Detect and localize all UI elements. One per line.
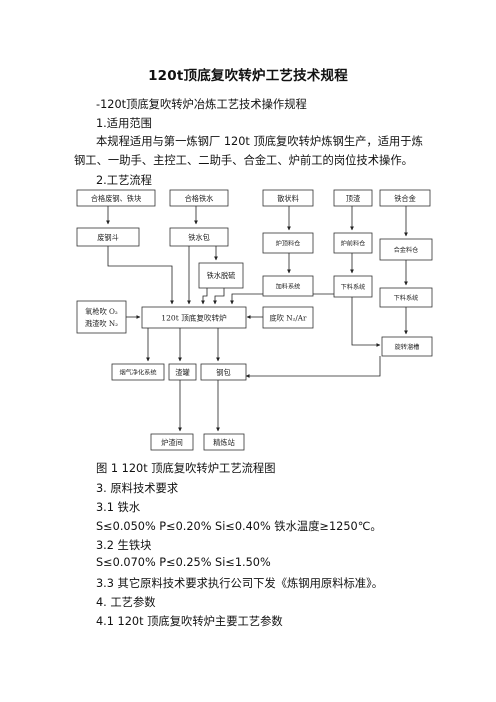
- label-iron-ladle: 铁水包: [188, 233, 210, 242]
- box-iron-ladle: 铁水包: [169, 227, 229, 247]
- label-bottom-blowing: 底吹 N₂/Ar: [270, 314, 307, 323]
- section-1-text: 本规程适用与第一炼钢厂 120t 顶底复吹转炉炼钢生产，适用于炼钢工、一助手、主…: [74, 135, 423, 167]
- figure-caption: 图 1 120t 顶底复吹转炉工艺流程图: [96, 462, 276, 475]
- section-1-body: 本规程适用与第一炼钢厂 120t 顶底复吹转炉炼钢生产，适用于炼钢工、一助手、主…: [74, 132, 424, 170]
- section-1-heading: 1.适用范围: [96, 117, 152, 130]
- box-scrap-iron: 合格废钢、铁块: [76, 189, 156, 207]
- box-alloy-bin: 合金料仓: [379, 238, 433, 261]
- section-3-heading: 3. 原料技术要求: [96, 482, 179, 495]
- label-hot-metal: 合格铁水: [185, 194, 214, 203]
- box-refining-station: 精炼站: [203, 433, 245, 451]
- label-rotary-chute: 旋转溜槽: [395, 343, 420, 351]
- box-top-slag: 顶渣: [333, 189, 373, 207]
- label-top-slag: 顶渣: [346, 194, 360, 203]
- box-converter: 120t 顶底复吹转炉: [141, 306, 247, 329]
- page-title: 120t顶底复吹转炉工艺技术规程: [148, 68, 348, 84]
- box-feeding-system: 加料系统: [262, 275, 314, 297]
- label-scrap-bucket: 废钢斗: [97, 233, 119, 242]
- document-subtitle: -120t顶底复吹转炉冶炼工艺技术操作规程: [96, 98, 307, 111]
- box-oxygen-lance: 氧枪吹 O₂ 溅渣吹 N₂: [76, 300, 127, 334]
- label-alloy-bin: 合金料仓: [394, 246, 419, 254]
- section-4-1-heading: 4.1 120t 顶底复吹转炉主要工艺参数: [96, 615, 283, 628]
- box-furnace-front-bin: 炉前料仓: [333, 232, 373, 254]
- label-ferroalloy: 铁合金: [394, 194, 416, 203]
- section-4-heading: 4. 工艺参数: [96, 596, 156, 609]
- box-slag-pot: 渣罐: [168, 363, 197, 381]
- label-discharge-system-a: 下料系统: [341, 283, 366, 291]
- label-slag-splash: 溅渣吹 N₂: [85, 319, 118, 328]
- box-bulk-material: 散状料: [262, 189, 314, 207]
- box-hot-metal: 合格铁水: [169, 189, 229, 207]
- box-discharge-system-b: 下料系统: [379, 287, 433, 308]
- label-converter: 120t 顶底复吹转炉: [161, 313, 227, 323]
- box-discharge-system-a: 下料系统: [333, 275, 373, 298]
- label-slag-pot: 渣罐: [175, 368, 189, 377]
- box-desulfurization: 铁水脱硫: [198, 262, 244, 289]
- section-3-3-text: 3.3 其它原料技术要求执行公司下发《炼钢用原料标准》。: [96, 577, 384, 590]
- label-desulfurization: 铁水脱硫: [207, 271, 236, 280]
- section-3-1-heading: 3.1 铁水: [96, 501, 141, 514]
- label-feeding-system: 加料系统: [276, 283, 301, 291]
- label-scrap-iron: 合格废钢、铁块: [91, 194, 141, 203]
- box-scrap-bucket: 废钢斗: [76, 227, 140, 247]
- box-rotary-chute: 旋转溜槽: [381, 336, 433, 357]
- section-3-2-spec: S≤0.070% P≤0.25% Si≤1.50%: [96, 556, 271, 569]
- box-slag-room: 炉渣间: [150, 433, 194, 451]
- label-bulk-material: 散状料: [277, 194, 299, 203]
- box-ferroalloy: 铁合金: [379, 189, 431, 207]
- section-2-heading: 2.工艺流程: [96, 174, 152, 187]
- section-3-2-heading: 3.2 生铁块: [96, 539, 152, 552]
- box-gas-cleaning: 烟气净化系统: [111, 363, 165, 381]
- label-gas-cleaning: 烟气净化系统: [119, 369, 156, 377]
- label-furnace-front-bin: 炉前料仓: [341, 240, 366, 248]
- box-steel-ladle: 钢包: [200, 363, 247, 381]
- label-discharge-system-b: 下料系统: [394, 294, 419, 302]
- box-furnace-top-bin: 炉顶料仓: [262, 232, 314, 254]
- label-steel-ladle: 钢包: [216, 368, 230, 377]
- section-3-1-spec: S≤0.050% P≤0.20% Si≤0.40% 铁水温度≥1250℃。: [96, 520, 382, 533]
- label-oxygen-blow: 氧枪吹 O₂: [85, 307, 118, 316]
- label-refining-station: 精炼站: [213, 438, 235, 447]
- label-slag-room: 炉渣间: [161, 438, 183, 447]
- label-furnace-top-bin: 炉顶料仓: [276, 240, 301, 248]
- box-bottom-blowing: 底吹 N₂/Ar: [262, 306, 314, 329]
